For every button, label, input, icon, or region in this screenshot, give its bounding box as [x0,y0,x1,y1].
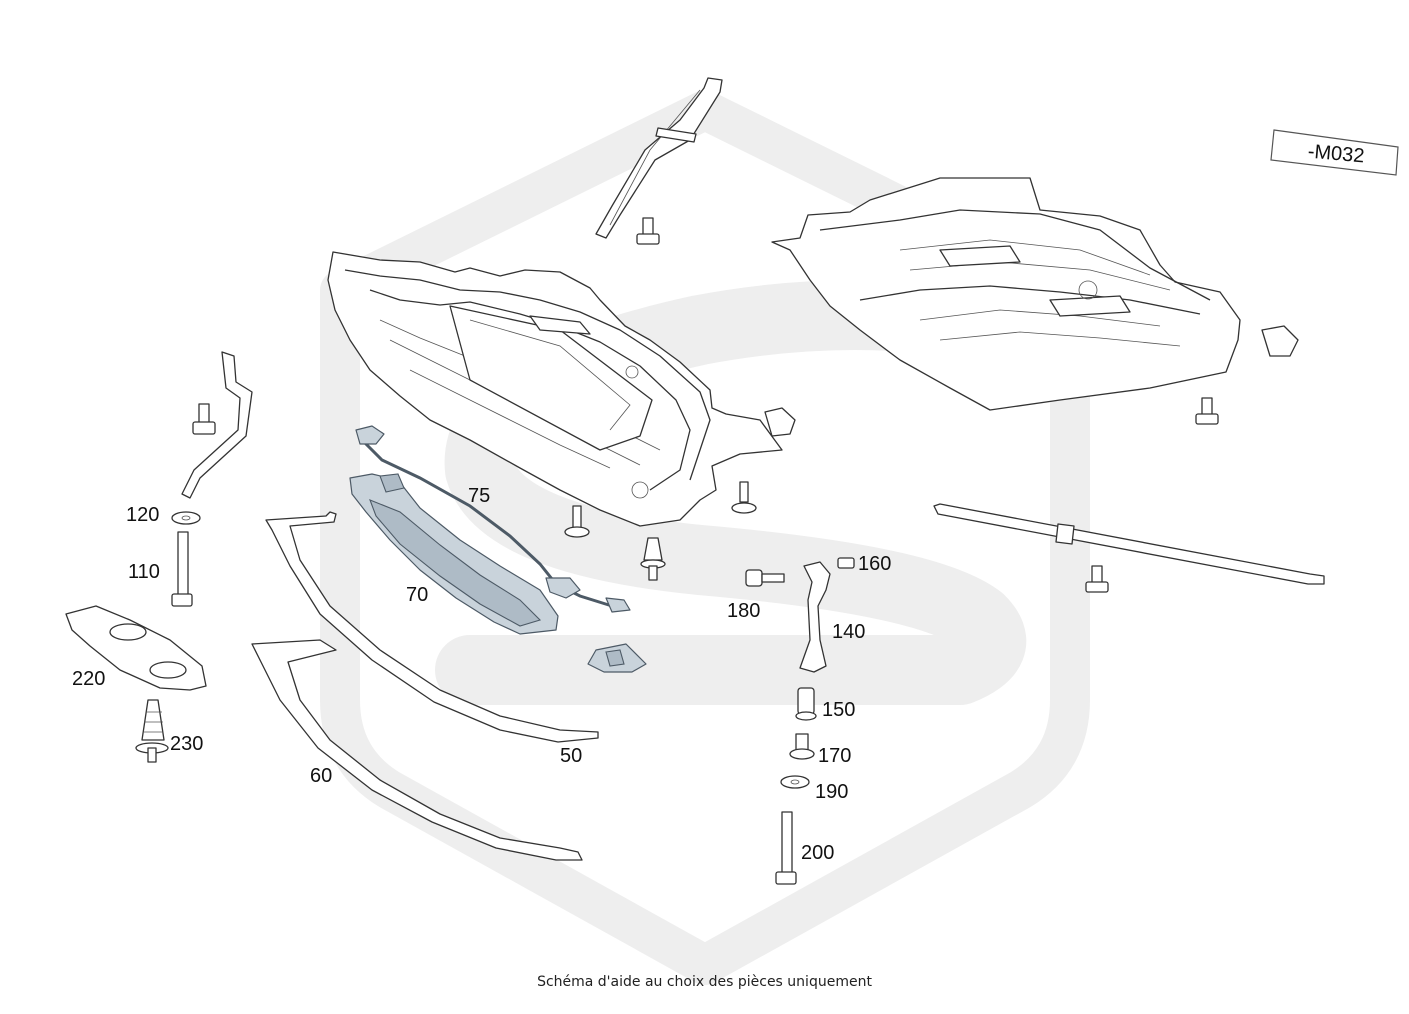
diagram-caption: Schéma d'aide au choix des pièces unique… [537,974,872,990]
part-labels: 75 70 50 60 120 110 220 230 180 160 140 … [72,485,891,864]
reference-code-box: -M032 [1270,129,1399,176]
label-230: 230 [170,733,203,755]
label-110: 110 [128,561,160,583]
stud-170 [789,733,815,760]
label-120: 120 [126,504,159,526]
label-160: 160 [858,553,891,575]
label-70: 70 [406,584,428,606]
label-75: 75 [468,485,490,507]
bolt-bracket [192,403,216,435]
latch-block [587,643,647,673]
washer-190 [780,775,810,789]
label-60: 60 [310,765,332,787]
mount-plate-220 [65,605,207,691]
bolt-rear-tray [1195,397,1219,425]
seal-strip-50 [265,511,599,743]
long-bolt-200 [775,811,797,885]
deflector-panel-70 [349,473,559,635]
front-underbody-panel [327,251,796,527]
washer-120 [171,511,201,525]
screw-panel-left [564,505,590,538]
long-bolt-110 [171,531,193,607]
label-190: 190 [815,781,848,803]
release-cable-75 [355,425,631,613]
seal-strip-60 [251,639,583,861]
upper-strut-bracket [595,77,723,239]
lower-strut-bar [933,503,1325,585]
reference-code: -M032 [1307,141,1365,168]
bolt-top [636,217,660,245]
clip-center [640,537,666,581]
clip-230 [135,699,169,763]
rear-underbody-tray [771,177,1299,411]
label-200: 200 [801,842,834,864]
label-220: 220 [72,668,105,690]
screw-panel-right [731,481,757,514]
label-170: 170 [818,745,851,767]
side-bracket-120 [181,351,253,499]
support-arm-140 [799,561,831,673]
bolt-strut [1085,565,1109,593]
fastener-160 [837,557,855,569]
label-180: 180 [727,600,760,622]
bushing-150 [795,687,817,721]
bolt-180 [745,569,785,587]
watermark-logo [320,90,1090,985]
label-150: 150 [822,699,855,721]
label-50: 50 [560,745,582,767]
label-140: 140 [832,621,865,643]
